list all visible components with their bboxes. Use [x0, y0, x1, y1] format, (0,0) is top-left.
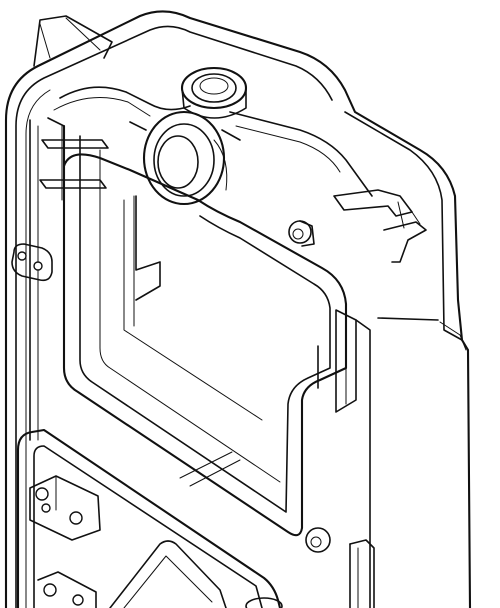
- top-ridge: [53, 86, 373, 197]
- pin-upper-right: [288, 220, 315, 247]
- lower-oval-feature: [245, 597, 283, 608]
- vent-slots: [39, 125, 109, 201]
- right-rib: [317, 309, 371, 608]
- outer-shell: [4, 10, 472, 608]
- pin-lower-right: [305, 527, 331, 553]
- lower-compartment: [16, 428, 282, 608]
- top-boss: [180, 66, 248, 119]
- right-upper-clip: [333, 189, 427, 263]
- left-mount-ear: [11, 243, 53, 282]
- right-lower-slot: [349, 539, 375, 608]
- top-left-tab: [33, 15, 113, 67]
- lower-left-connectors: [29, 475, 101, 608]
- cylinder-boss: [129, 110, 241, 206]
- left-contours: [29, 117, 65, 441]
